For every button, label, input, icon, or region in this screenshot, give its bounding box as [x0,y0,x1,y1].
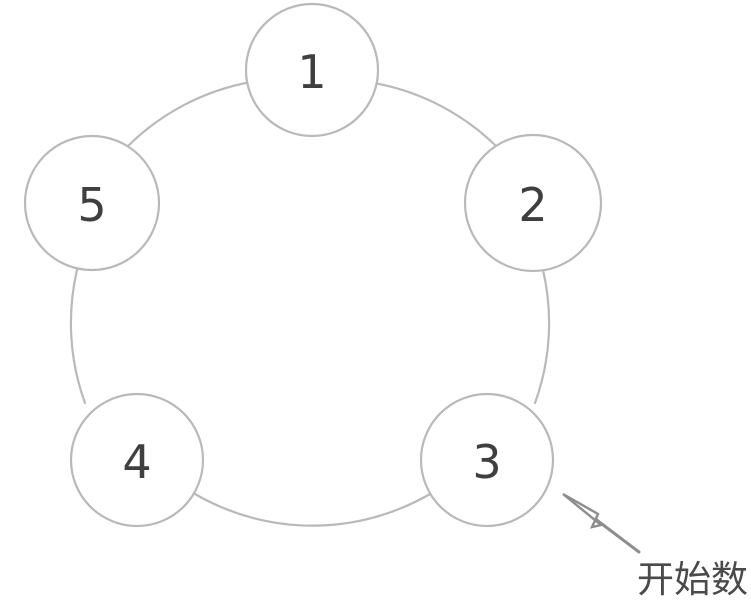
node-3[interactable]: 3 [419,392,555,528]
edge-3-4 [193,492,432,527]
node-3-label: 3 [472,435,501,489]
node-1[interactable]: 1 [244,2,380,138]
start-annotation-label: 开始数 [637,558,748,601]
node-5-circle[interactable] [23,134,161,272]
node-1-label: 1 [297,45,326,99]
edge-5-1 [126,80,253,148]
ring-edges [69,80,551,527]
node-3-circle[interactable] [419,392,555,528]
node-5[interactable]: 5 [23,134,161,272]
node-4-circle[interactable] [69,392,205,528]
node-5-label: 5 [77,178,106,232]
node-2[interactable]: 2 [463,133,603,273]
node-2-circle[interactable] [463,133,603,273]
node-4-label: 4 [122,435,151,489]
edge-2-3 [533,268,551,405]
start-annotation-arrow [562,492,641,554]
node-2-label: 2 [518,178,547,232]
edge-1-2 [372,81,499,149]
arrow-shaft [592,516,641,554]
node-4[interactable]: 4 [69,392,205,528]
node-1-circle[interactable] [244,2,380,138]
arrow-head-icon [562,492,604,529]
edge-4-5 [69,268,87,405]
